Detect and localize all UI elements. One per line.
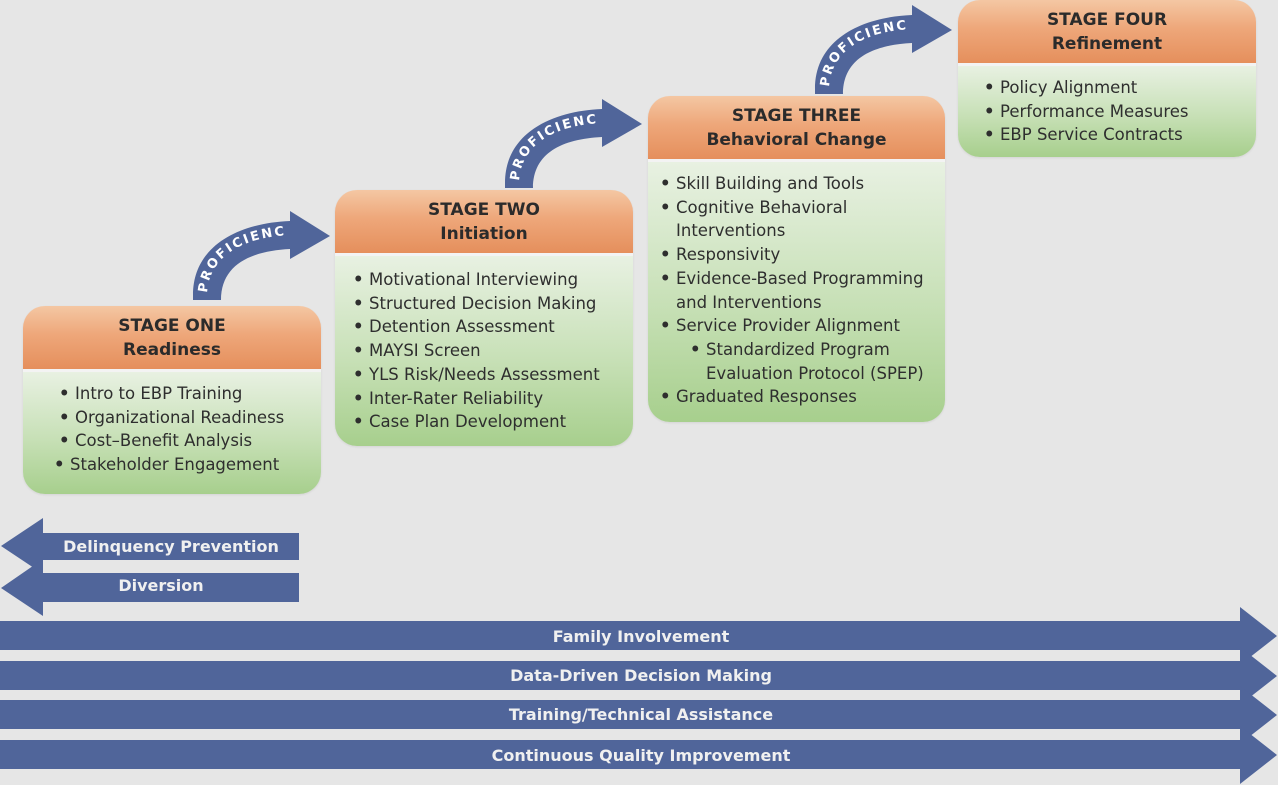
stage-three-subtitle: Behavioral Change xyxy=(706,129,887,150)
right-arrow-family-involvement xyxy=(0,607,1277,665)
left-arrow-label-delinquency-prevention: Delinquency Prevention xyxy=(63,537,279,556)
stage-four-body: Policy Alignment Performance Measures EB… xyxy=(958,66,1256,157)
list-item-text-continued: Evaluation Protocol (SPEP) xyxy=(706,363,924,383)
stage-three-list: Skill Building and Tools Cognitive Behav… xyxy=(660,172,945,409)
stage-four-list: Policy Alignment Performance Measures EB… xyxy=(984,76,1256,147)
list-item: MAYSI Screen xyxy=(353,339,633,363)
left-arrow-label-diversion: Diversion xyxy=(118,576,204,595)
list-item: Inter-Rater Reliability xyxy=(353,387,633,411)
stage-three-body: Skill Building and Tools Cognitive Behav… xyxy=(648,162,945,422)
proficiency-arrow-2: PROFICIENCY xyxy=(497,93,642,188)
stage-two-header: STAGE TWO Initiation xyxy=(335,190,633,256)
list-item: Organizational Readiness xyxy=(59,406,321,430)
list-item-text-continued: and Interventions xyxy=(676,292,822,312)
list-item-text: Skill Building and Tools xyxy=(676,174,865,193)
stage-four-header: STAGE FOUR Refinement xyxy=(958,0,1256,66)
stage-two-body: Motivational Interviewing Structured Dec… xyxy=(335,256,633,446)
list-item: Evidence-Based Programming and Interventi… xyxy=(660,267,945,314)
list-item: YLS Risk/Needs Assessment xyxy=(353,363,633,387)
list-item: Stakeholder Engagement xyxy=(54,453,321,477)
stage-four-card: STAGE FOUR Refinement Policy Alignment P… xyxy=(958,0,1256,157)
stage-one-subtitle: Readiness xyxy=(123,339,221,360)
list-item: Intro to EBP Training xyxy=(59,382,321,406)
list-item: Cost–Benefit Analysis xyxy=(59,429,321,453)
stage-four-title: STAGE FOUR xyxy=(1046,9,1168,30)
proficiency-arrow-3: PROFICIENCY xyxy=(807,0,952,94)
right-arrow-cqi xyxy=(0,726,1277,784)
stage-two-card: STAGE TWO Initiation Motivational Interv… xyxy=(335,190,633,446)
left-arrow-diversion xyxy=(1,559,299,616)
right-arrow-label-training: Training/Technical Assistance xyxy=(508,705,774,724)
list-item-text: Evidence-Based Programming xyxy=(676,268,924,288)
list-item-text-continued: Interventions xyxy=(676,221,786,241)
stage-one-title: STAGE ONE xyxy=(118,315,226,336)
right-arrow-label-data-driven: Data-Driven Decision Making xyxy=(510,666,772,685)
stage-three-title: STAGE THREE xyxy=(731,105,862,126)
proficiency-arrow-1: PROFICIENCY xyxy=(185,205,330,300)
list-item: Graduated Responses xyxy=(660,385,945,409)
right-arrow-data-driven xyxy=(0,647,1277,705)
list-item-text: Service Provider Alignment xyxy=(676,316,900,336)
list-item: Responsivity xyxy=(660,243,945,267)
stage-one-card: STAGE ONE Readiness Intro to EBP Trainin… xyxy=(23,306,321,494)
right-arrow-label-cqi: Continuous Quality Improvement xyxy=(491,746,791,765)
left-arrow-delinquency-prevention xyxy=(1,518,299,574)
stage-three-card: STAGE THREE Behavioral Change Skill Buil… xyxy=(648,96,945,422)
stage-one-header: STAGE ONE Readiness xyxy=(23,306,321,372)
list-item: Detention Assessment xyxy=(353,315,633,339)
list-item: Structured Decision Making xyxy=(353,292,633,316)
stage-two-list: Motivational Interviewing Structured Dec… xyxy=(353,268,633,434)
list-item: Motivational Interviewing xyxy=(353,268,633,292)
list-item-text: Graduated Responses xyxy=(676,387,857,407)
list-item: Case Plan Development xyxy=(353,410,633,434)
stage-one-list: Intro to EBP Training Organizational Rea… xyxy=(54,382,321,477)
list-item-text: Cognitive Behavioral xyxy=(676,197,848,217)
list-item-text: Standardized Program xyxy=(706,339,890,359)
list-item: Service Provider Alignment xyxy=(660,314,945,338)
stage-four-subtitle: Refinement xyxy=(1051,33,1163,54)
right-arrow-training xyxy=(0,686,1277,744)
list-item: EBP Service Contracts xyxy=(984,123,1256,147)
list-item-text: Responsivity xyxy=(676,245,781,265)
list-item: Policy Alignment xyxy=(984,76,1256,100)
stage-two-subtitle: Initiation xyxy=(440,223,528,244)
list-item: Skill Building and Tools xyxy=(660,172,945,196)
right-arrow-label-family-involvement: Family Involvement xyxy=(552,627,730,646)
stage-three-header: STAGE THREE Behavioral Change xyxy=(648,96,945,162)
stage-one-body: Intro to EBP Training Organizational Rea… xyxy=(23,372,321,494)
stage-two-title: STAGE TWO xyxy=(428,199,540,220)
list-item: Performance Measures xyxy=(984,100,1256,124)
